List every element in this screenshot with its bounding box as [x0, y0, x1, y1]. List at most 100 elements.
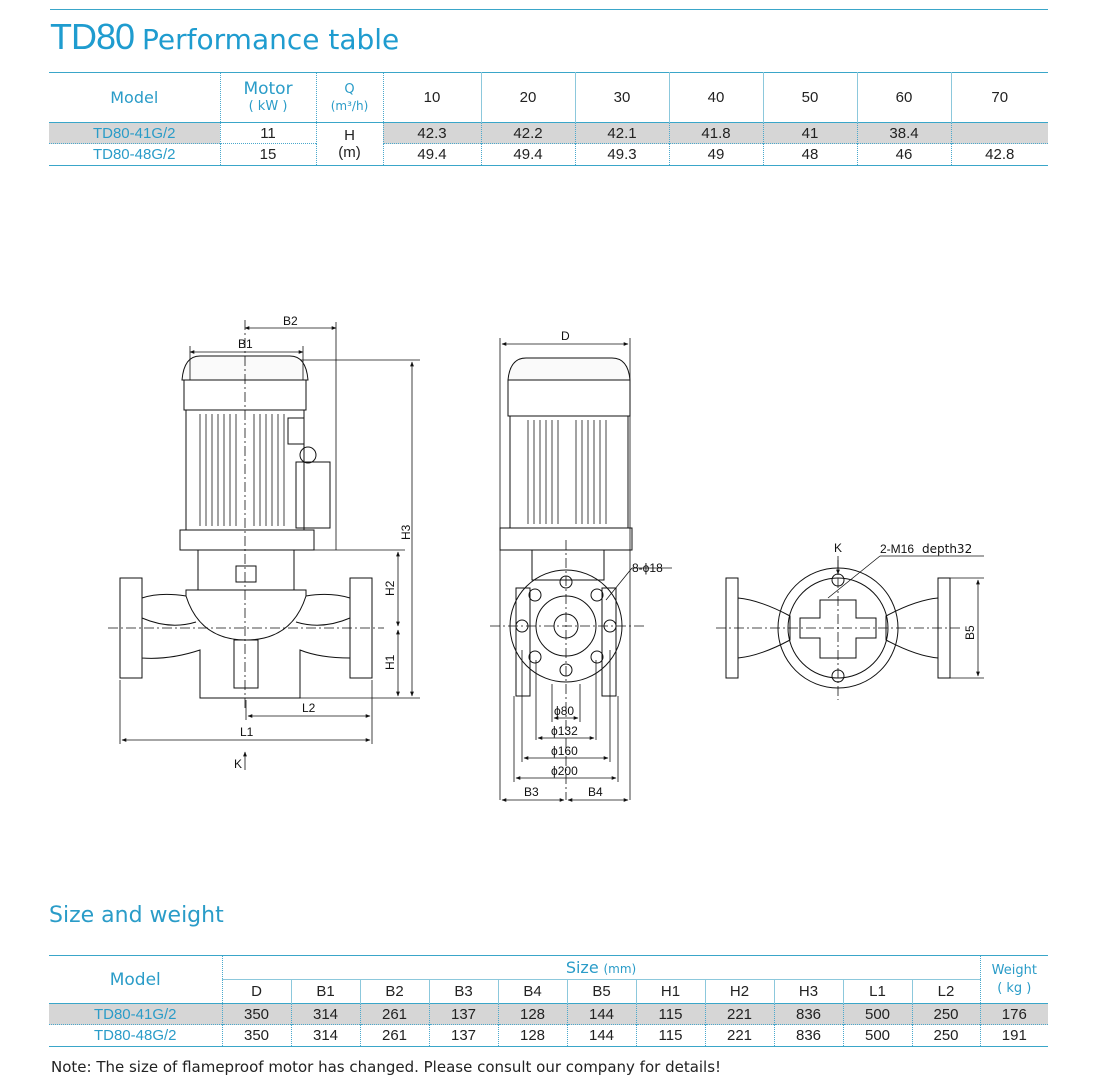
dim-header: H3 [774, 979, 844, 1004]
dim-header: B1 [291, 979, 361, 1004]
size-unit: (mm) [603, 962, 637, 976]
size-cell: 144 [567, 1003, 637, 1025]
dim-header: B4 [498, 979, 568, 1004]
col-q-header: Q (m³/h) [316, 72, 384, 123]
size-cell: 250 [912, 1003, 981, 1025]
head-cell: 42.8 [951, 143, 1048, 166]
front-view [490, 357, 644, 800]
dim-label-k: K [234, 757, 242, 771]
dim-label-d132: ϕ132 [551, 724, 578, 738]
size-cell: 261 [360, 1003, 430, 1025]
section-label-k: K [834, 541, 842, 555]
weight-cell: 176 [980, 1003, 1049, 1025]
size-cell: 144 [567, 1024, 637, 1047]
size-cell: 350 [222, 1003, 292, 1025]
size-cell: 314 [291, 1003, 361, 1025]
weight-header: Weight ( kg ) [980, 956, 1048, 1004]
size-cell: 137 [429, 1024, 499, 1047]
size-cell: 221 [705, 1003, 775, 1025]
table-row: TD80-41G/2 11 H 42.3 42.2 42.1 41.8 41 3… [49, 122, 1048, 144]
table-row: TD80-41G/2 350 314 261 137 128 144 115 2… [49, 1003, 1049, 1025]
q-label: Q [344, 81, 355, 97]
head-cell: 48 [763, 143, 858, 166]
size-cell: 128 [498, 1024, 568, 1047]
head-cell: 41 [763, 122, 858, 144]
dim-label-l2: L2 [302, 701, 316, 715]
size-cell: 836 [774, 1003, 844, 1025]
footnote: Note: The size of flameproof motor has c… [51, 1058, 722, 1076]
col-motor-header: Motor ( kW ) [220, 72, 317, 123]
side-dimensions [119, 322, 420, 770]
dim-label-d: D [561, 329, 570, 343]
section-label-thread: 2-M16 [880, 542, 914, 556]
col-model-header: Model [49, 72, 221, 123]
model-cell: TD80-41G/2 [49, 1003, 223, 1025]
size-cell: 115 [636, 1003, 706, 1025]
size-cell: 250 [912, 1024, 981, 1047]
model-cell: TD80-41G/2 [49, 122, 221, 144]
size-label: Size [565, 958, 599, 977]
motor-cell: 11 [220, 122, 317, 144]
title-text: Performance table [142, 23, 400, 56]
flow-header: 70 [991, 89, 1009, 106]
dim-header: D [222, 979, 292, 1004]
dim-header: H2 [705, 979, 775, 1004]
dim-label-d160: ϕ160 [551, 744, 578, 758]
dim-label-h3: H3 [399, 524, 413, 540]
front-dimensions [499, 338, 672, 802]
head-cell: 41.8 [669, 122, 764, 144]
head-cell: 46 [857, 143, 952, 166]
dim-label-d200: ϕ200 [551, 764, 578, 778]
section-k-view [716, 560, 960, 700]
head-unit-cell: (m) [316, 143, 384, 166]
flow-header: 10 [383, 72, 482, 123]
dim-label-b3: B3 [524, 785, 539, 799]
size-cell: 500 [843, 1024, 913, 1047]
dim-label-holes: 8-ϕ18 [632, 561, 663, 575]
flow-header: 60 [857, 72, 952, 123]
weight-cell: 191 [980, 1024, 1049, 1047]
dim-label-d80: ϕ80 [554, 704, 574, 718]
head-cell: 49.4 [481, 143, 576, 166]
head-cell [951, 122, 1048, 144]
section-label-depth: depth32 [922, 542, 972, 556]
section-label-b5: B5 [963, 625, 977, 640]
dim-header: H1 [636, 979, 706, 1004]
size-col-model-header: Model [49, 955, 223, 1004]
size-title: Size and weight [49, 903, 224, 928]
table-row: TD80-48G/2 350 314 261 137 128 144 115 2… [49, 1024, 1049, 1047]
size-cell: 350 [222, 1024, 292, 1047]
table-row: TD80-48G/2 15 (m) 49.4 49.4 49.3 49 48 4… [49, 143, 1048, 166]
weight-label: Weight [991, 962, 1037, 978]
head-cell: 42.2 [481, 122, 576, 144]
dim-header: B2 [360, 979, 430, 1004]
weight-unit: ( kg ) [997, 980, 1032, 996]
motor-cell: 15 [220, 143, 317, 166]
head-cell: 49 [669, 143, 764, 166]
head-cell: 42.1 [575, 122, 670, 144]
dim-label-b2: B2 [283, 314, 298, 328]
size-cell: 314 [291, 1024, 361, 1047]
flow-header: 20 [481, 72, 576, 123]
performance-table: Model Motor ( kW ) Q (m³/h) 10 20 30 40 … [49, 72, 1048, 166]
motor-label: Motor [243, 78, 293, 99]
size-cell: 836 [774, 1024, 844, 1047]
section-dimensions [827, 555, 984, 679]
dim-header: B5 [567, 979, 637, 1004]
head-cell: 38.4 [857, 122, 952, 144]
top-rule [50, 9, 1048, 10]
size-cell: 137 [429, 1003, 499, 1025]
size-group-header: Size (mm) [222, 955, 981, 980]
side-view [108, 320, 384, 710]
dim-label-h2: H2 [383, 580, 397, 596]
dim-label-h1: H1 [383, 654, 397, 670]
head-unit-cell: H [316, 122, 384, 144]
flow-header: 30 [575, 72, 670, 123]
model-cell: TD80-48G/2 [49, 143, 221, 166]
size-cell: 115 [636, 1024, 706, 1047]
head-cell: 42.3 [383, 122, 482, 144]
flow-header: 50 [763, 72, 858, 123]
dim-header: B3 [429, 979, 499, 1004]
